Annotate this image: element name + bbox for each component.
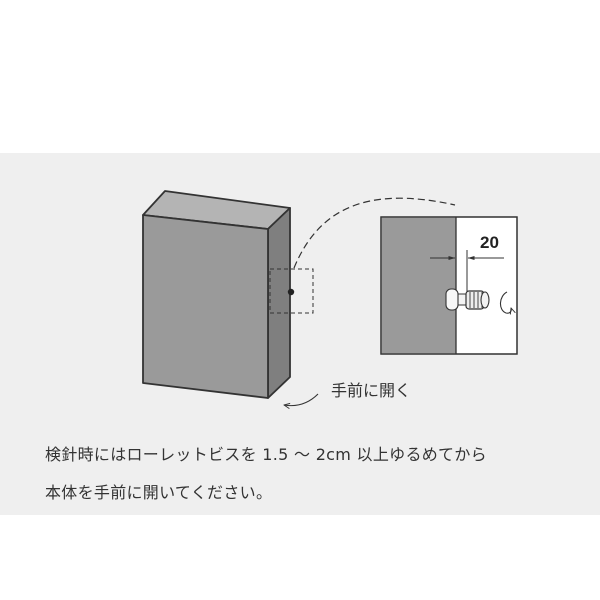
dimension-label: 20 [480,233,499,252]
screw-dot-icon [287,288,295,296]
rotate-arrow-icon [499,291,511,313]
knurled-screw-icon [445,288,490,311]
caption-line-1: 検針時にはローレットビスを 1.5 〜 2cm 以上ゆるめてから [45,445,487,464]
direction-label: 手前に開く [331,381,411,400]
box-right-face [267,207,291,399]
box-front-face [142,214,269,399]
leader-line [293,197,456,269]
detail-view: 20 [380,216,518,355]
detail-box-side [381,217,456,354]
caption-line-2: 本体を手前に開いてください。 [45,483,273,502]
curved-arrow-icon [284,393,319,406]
screw-highlight [269,268,314,314]
meter-box [142,190,291,399]
dimension-20: 20 [430,233,504,292]
